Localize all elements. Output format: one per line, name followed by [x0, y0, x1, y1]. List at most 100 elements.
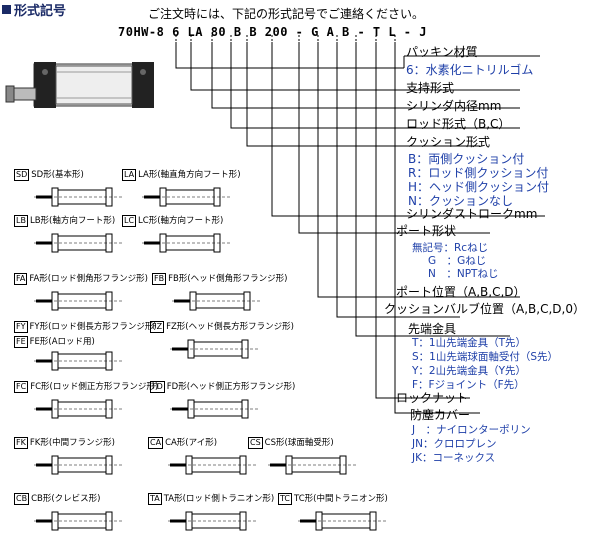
mount-diagram-cb — [34, 511, 124, 531]
mount-diagram-fk — [34, 455, 124, 475]
mount-code-box: CS — [248, 437, 263, 449]
mount-label: FB形(ヘッド側角形フランジ形) — [168, 274, 288, 284]
mount-diagram-tc — [298, 511, 388, 531]
mount-diagram-ca — [168, 455, 258, 475]
mount-diagram-sd — [34, 187, 124, 207]
mount-code-box: FA — [14, 273, 28, 285]
mount-diagram-fc — [34, 399, 124, 419]
mount-label: CA形(アイ形) — [165, 438, 218, 448]
packing-option: 6：水素化ニトリルゴム — [406, 63, 534, 77]
mount-code-box: FK — [14, 437, 28, 449]
tip-y: Y：2山先端金具（Y先） — [412, 365, 527, 377]
mount-label: TA形(ロッド側トラニオン形) — [163, 494, 275, 504]
mount-label: FA形(ロッド側角形フランジ形) — [29, 274, 148, 284]
mount-label: LB形(軸方向フート形) — [29, 216, 116, 226]
cushion-b: B：両側クッション付 — [408, 152, 525, 166]
section-header: 形式記号 — [2, 0, 66, 19]
cylinder-photo — [5, 62, 154, 108]
port-n: N ：NPTねじ — [428, 268, 499, 280]
mount-code-box: FY — [14, 321, 28, 333]
mount-label: CS形(球面軸受形) — [264, 438, 334, 448]
port-g: G ：Gねじ — [428, 255, 487, 267]
packing-label: パッキン材質 — [406, 45, 478, 59]
cover-label: 防塵カバー — [410, 408, 471, 422]
cushion-label: クッション形式 — [406, 135, 491, 149]
model-code: 70HW-8 6 LA 80 B B 200 - G A B - T L - J — [118, 25, 427, 39]
mount-diagram-fa — [34, 291, 124, 311]
mount-label: LC形(軸方向フート形) — [138, 216, 224, 226]
mount-code-box: FB — [152, 273, 167, 285]
mount-code-box: LC — [122, 215, 137, 227]
rod-label: ロッド形式（B,C） — [406, 117, 511, 131]
cushion-h: H：ヘッド側クッション付 — [408, 180, 550, 194]
section-title: 形式記号 — [14, 4, 67, 19]
mount-label: SD形(基本形) — [31, 170, 84, 180]
mount-code-box: FZ — [150, 321, 165, 333]
port-label: ポート形状 — [396, 224, 457, 238]
tip-label: 先端金具 — [408, 322, 457, 336]
mount-diagram-lc — [142, 233, 232, 253]
cushion-r: R：ロッド側クッション付 — [408, 166, 549, 180]
mount-diagram-fy — [34, 351, 124, 371]
cushion-n: N：クッションなし — [408, 194, 513, 208]
mount-diagram-fd — [170, 399, 260, 419]
mount-label: FY形(ロッド側長方形フランジ形) — [29, 322, 157, 332]
mount-diagram-ta — [168, 511, 258, 531]
mount-code-box: LB — [14, 215, 28, 227]
mount-code-box: CA — [148, 437, 164, 449]
cover-j: J ：ナイロンターポリン — [412, 424, 531, 436]
mount-diagram-cs — [268, 455, 358, 475]
bore-label: シリンダ内径mm — [406, 99, 502, 113]
mount-code-box: FD — [150, 381, 165, 393]
valve-position-label: クッションバルブ位置（A,B,C,D,0） — [384, 302, 585, 316]
mount-label: FD形(ヘッド側正方形フランジ形) — [166, 382, 296, 392]
tip-s: S：1山先端球面軸受付（S先） — [412, 351, 559, 363]
cover-jk: JK：コーネックス — [412, 452, 496, 464]
mount-diagram-la — [142, 187, 232, 207]
support-label: 支持形式 — [406, 81, 455, 95]
mount-diagram-fz — [170, 339, 260, 359]
stroke-label: シリンダストロークmm — [406, 207, 538, 221]
tip-f: F：Fジョイント（F先） — [412, 379, 525, 391]
mount-code-box: FE — [14, 336, 28, 348]
mount-label: LA形(軸直角方向フート形) — [138, 170, 241, 180]
mount-label: TC形(中間トラニオン形) — [294, 494, 388, 504]
mount-label: FK形(中間フランジ形) — [29, 438, 115, 448]
mount-diagram-fb — [172, 291, 262, 311]
mount-code-box: CB — [14, 493, 30, 505]
mount-label: FZ形(ヘッド側長方形フランジ形) — [166, 322, 294, 332]
locknut-label: ロックナット — [396, 391, 469, 405]
mount-code-box: TC — [278, 493, 293, 505]
port-none: 無記号：Rcねじ — [412, 242, 489, 254]
port-position-label: ポート位置（A,B,C,D） — [396, 285, 526, 299]
bullet-squares-icon — [2, 5, 11, 14]
mount-code-box: LA — [122, 169, 137, 181]
mount-label: CB形(クレビス形) — [31, 494, 101, 504]
cover-jn: JN：クロロプレン — [412, 438, 497, 450]
mount-code-box: FC — [14, 381, 29, 393]
mount-code-box: TA — [148, 493, 162, 505]
intro-text: ご注文時には、下記の形式記号でご連絡ください。 — [148, 7, 425, 21]
mount-label: FC形(ロッド側正方形フランジ形) — [30, 382, 159, 392]
mount-diagram-lb — [34, 233, 124, 253]
mount-label: FE形(Aロッド用) — [29, 337, 95, 347]
mount-code-box: SD — [14, 169, 30, 181]
tip-t: T：1山先端金具（T先） — [412, 337, 527, 349]
